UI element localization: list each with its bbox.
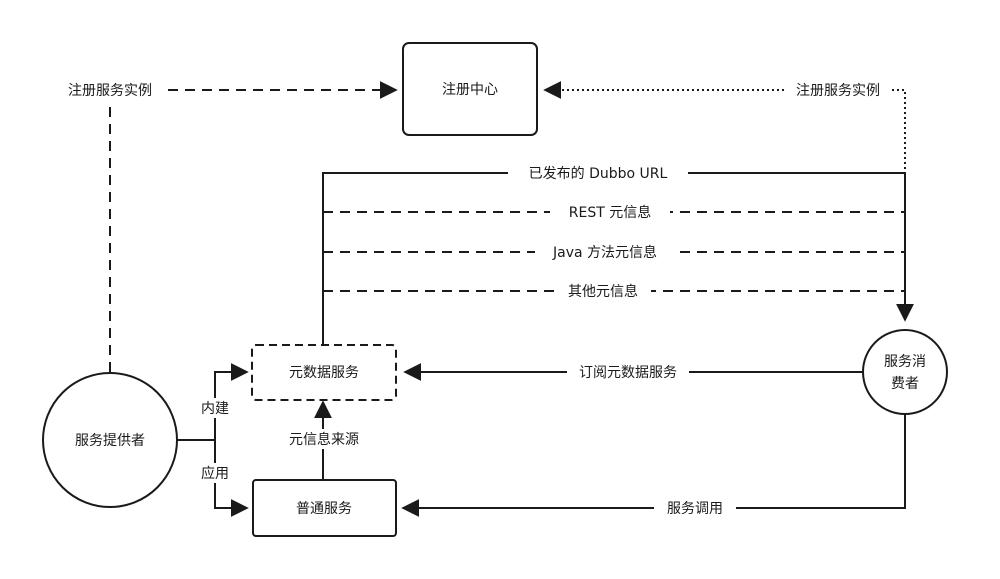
consumer-node [862,329,948,415]
other-metadata-label: 其他元信息 [568,283,638,300]
service-call-label: 服务调用 [667,501,723,517]
metadata-service-label: 元数据服务 [289,365,359,381]
consumer-label-line1: 服务消 [884,354,926,370]
consumer-label-line2: 费者 [891,376,919,392]
provider-register-line [109,81,398,372]
normal-service-node [252,479,397,537]
provider-label: 服务提供者 [75,433,145,449]
metadata-service-node [251,344,397,401]
rest-metadata-label: REST 元信息 [569,204,651,221]
registry-label: 注册中心 [442,82,498,98]
application-line [214,440,249,517]
consumer-register-line [543,81,906,304]
service-call-line [401,414,906,517]
consumer-register-label: 注册服务实例 [796,83,880,99]
provider-register-label: 注册服务实例 [68,83,152,99]
builtin-label: 内建 [201,401,229,417]
java-metadata-label: Java 方法元信息 [552,244,657,261]
metadata-source-label: 元信息来源 [289,431,359,448]
provider-node [42,372,178,508]
subscribe-label: 订阅元数据服务 [579,365,677,381]
normal-service-label: 普通服务 [296,501,352,517]
published-url-label: 已发布的 Dubbo URL [529,166,668,182]
registry-node [402,42,538,136]
application-label: 应用 [201,465,229,482]
